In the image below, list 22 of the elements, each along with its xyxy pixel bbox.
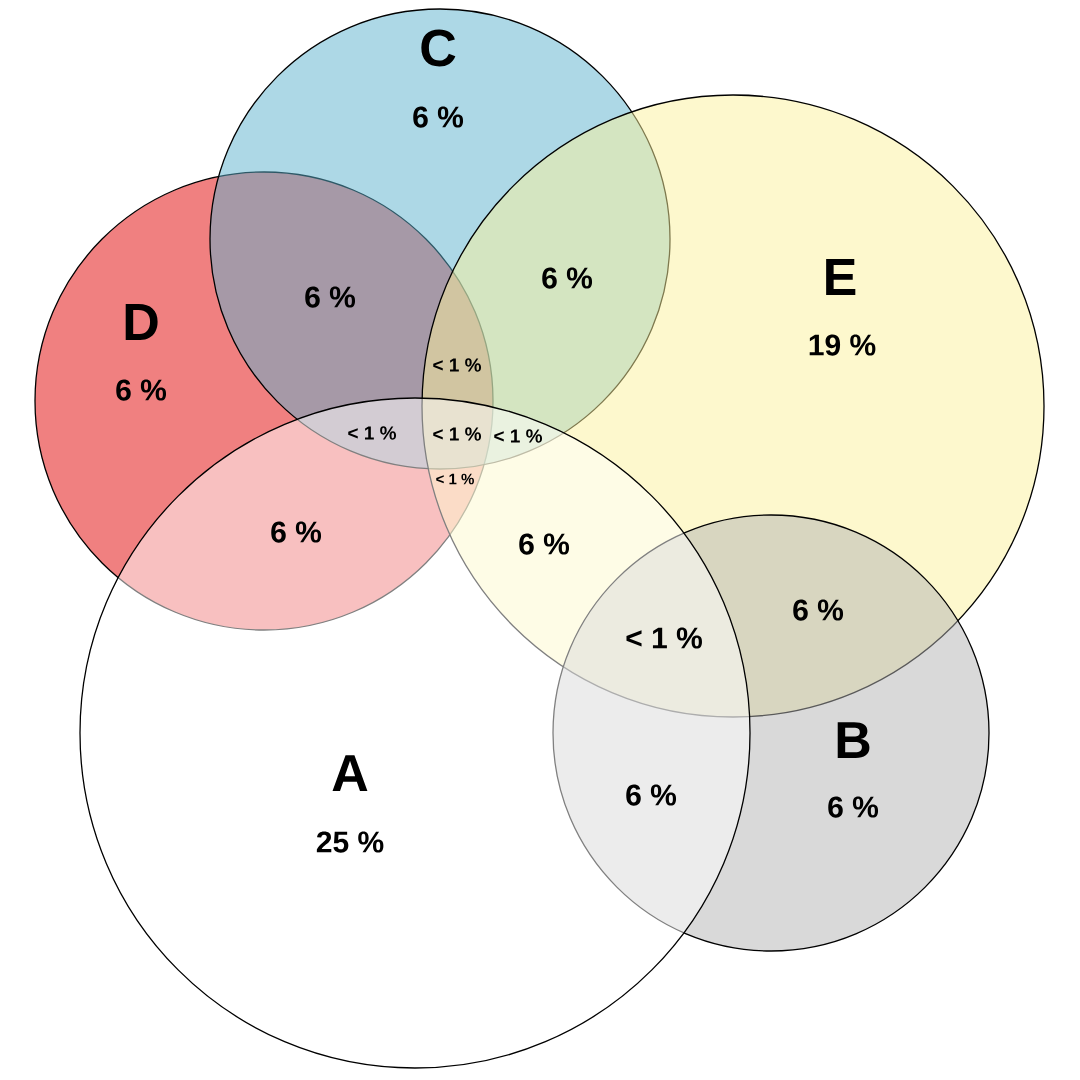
percentage-label: < 1 % xyxy=(494,429,543,443)
percentage-label: 19 % xyxy=(809,334,876,356)
percentage-label: 6 % xyxy=(116,379,167,401)
percentage-label: 6 % xyxy=(542,267,593,289)
percentage-label: < 1 % xyxy=(626,627,702,649)
percentage-label: 6 % xyxy=(413,106,464,128)
percentage-label: < 1 % xyxy=(436,473,474,485)
set-letter: E xyxy=(826,259,856,295)
percentage-label: 6 % xyxy=(519,533,570,555)
percentage-label: < 1 % xyxy=(348,426,397,440)
percentage-label: < 1 % xyxy=(433,358,482,372)
percentage-label: 6 % xyxy=(793,599,844,621)
percentage-label: 6 % xyxy=(828,796,879,818)
percentage-label: 6 % xyxy=(305,286,356,308)
set-letter: B xyxy=(837,722,870,758)
percentage-label: 25 % xyxy=(316,831,384,853)
set-letter: D xyxy=(125,304,158,340)
percentage-label: < 1 % xyxy=(433,427,482,441)
set-letter: A xyxy=(332,755,368,791)
set-letter: C xyxy=(421,29,456,67)
percentage-label: 6 % xyxy=(271,521,322,543)
percentage-label: 6 % xyxy=(626,784,677,806)
